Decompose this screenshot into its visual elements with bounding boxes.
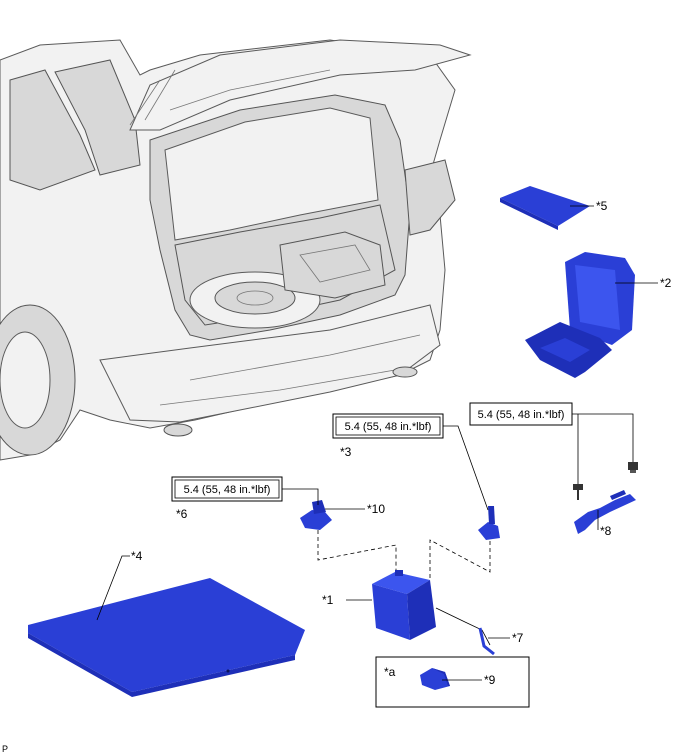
torque-value-middle: 5.4 (55, 48 in.*lbf) <box>345 421 432 433</box>
torque-box-middle: 5.4 (55, 48 in.*lbf) <box>332 413 489 511</box>
torque-value-right: 5.4 (55, 48 in.*lbf) <box>478 409 565 421</box>
legend-box-a: *a <box>375 656 530 708</box>
part-2-tray <box>525 252 658 378</box>
label-part-9: *9 <box>484 673 496 687</box>
label-part-10: *10 <box>367 502 385 516</box>
label-part-3: *3 <box>340 445 352 459</box>
part-5-cover <box>500 186 594 230</box>
vehicle-rear-illustration <box>0 39 472 461</box>
part-1-battery <box>346 570 436 640</box>
nut-right <box>628 462 638 473</box>
part-9-clip <box>420 668 482 690</box>
label-part-1: *1 <box>322 593 334 607</box>
part-3-terminal <box>478 506 500 540</box>
dashed-connectors <box>317 530 491 578</box>
label-part-8: *8 <box>600 524 612 538</box>
label-part-5: *5 <box>596 199 608 213</box>
torque-box-right: 5.4 (55, 48 in.*lbf) <box>469 402 634 484</box>
corner-mark: P <box>2 744 8 754</box>
label-part-7: *7 <box>512 631 524 645</box>
bolt-left <box>573 484 583 500</box>
label-part-6: *6 <box>176 507 188 521</box>
torque-box-left: 5.4 (55, 48 in.*lbf) <box>171 476 319 505</box>
label-part-4: *4 <box>131 549 143 563</box>
label-part-2: *2 <box>660 276 672 290</box>
label-a: *a <box>384 665 396 679</box>
part-7-vent-hose <box>435 607 510 656</box>
part-8-bracket <box>574 490 636 534</box>
torque-value-left: 5.4 (55, 48 in.*lbf) <box>184 484 271 496</box>
part-10-terminal <box>300 500 365 530</box>
part-4-deck-board <box>28 555 305 697</box>
